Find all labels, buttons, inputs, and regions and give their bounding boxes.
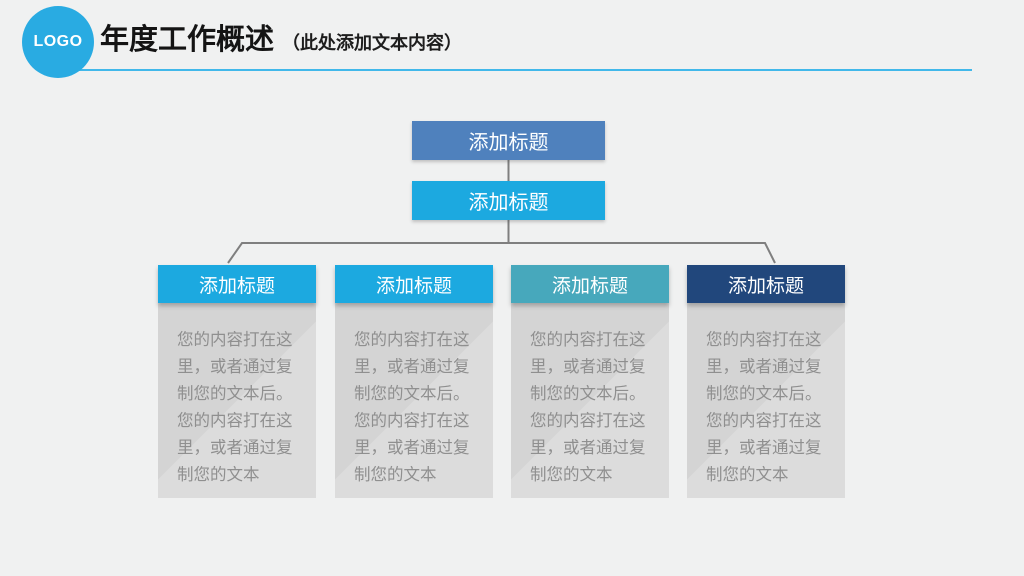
tree-root-label: 添加标题	[468, 132, 549, 154]
column-3-header: 添加标题	[511, 265, 669, 303]
column-1-header: 添加标题	[158, 265, 316, 303]
column-4-body-text: 您的内容打在这里，或者通过复制您的文本后。您的内容打在这里，或者通过复制您的文本	[706, 331, 822, 484]
tree-column-3: 添加标题 您的内容打在这里，或者通过复制您的文本后。您的内容打在这里，或者通过复…	[511, 265, 669, 498]
column-4-body-panel: 您的内容打在这里，或者通过复制您的文本后。您的内容打在这里，或者通过复制您的文本	[687, 303, 845, 498]
column-2-title: 添加标题	[375, 275, 452, 297]
column-3-body-panel: 您的内容打在这里，或者通过复制您的文本后。您的内容打在这里，或者通过复制您的文本	[511, 303, 669, 498]
column-3-body-text: 您的内容打在这里，或者通过复制您的文本后。您的内容打在这里，或者通过复制您的文本	[530, 331, 646, 484]
logo-badge: LOGO	[22, 6, 94, 78]
column-2-body-text: 您的内容打在这里，或者通过复制您的文本后。您的内容打在这里，或者通过复制您的文本	[354, 331, 470, 484]
column-2-body-panel: 您的内容打在这里，或者通过复制您的文本后。您的内容打在这里，或者通过复制您的文本	[335, 303, 493, 498]
tree-column-4: 添加标题 您的内容打在这里，或者通过复制您的文本后。您的内容打在这里，或者通过复…	[687, 265, 845, 498]
connector-bracket	[227, 242, 776, 264]
column-1-body-text: 您的内容打在这里，或者通过复制您的文本后。您的内容打在这里，或者通过复制您的文本	[177, 331, 293, 484]
tree-column-1: 添加标题 您的内容打在这里，或者通过复制您的文本后。您的内容打在这里，或者通过复…	[158, 265, 316, 498]
column-1-body-panel: 您的内容打在这里，或者通过复制您的文本后。您的内容打在这里，或者通过复制您的文本	[158, 303, 316, 498]
header-title-row: 年度工作概述 （此处添加文本内容）	[100, 20, 462, 61]
header-underline	[58, 69, 972, 71]
logo-text: LOGO	[33, 33, 83, 50]
tree-root-box: 添加标题	[412, 121, 605, 160]
column-1-title: 添加标题	[198, 275, 275, 297]
column-4-title: 添加标题	[727, 275, 804, 297]
tree-level2-box: 添加标题	[412, 181, 605, 220]
page-title: 年度工作概述	[100, 24, 275, 56]
tree-column-2: 添加标题 您的内容打在这里，或者通过复制您的文本后。您的内容打在这里，或者通过复…	[335, 265, 493, 498]
column-3-title: 添加标题	[551, 275, 628, 297]
page-subtitle: （此处添加文本内容）	[282, 33, 463, 53]
column-2-header: 添加标题	[335, 265, 493, 303]
column-4-header: 添加标题	[687, 265, 845, 303]
tree-level2-label: 添加标题	[468, 192, 549, 214]
